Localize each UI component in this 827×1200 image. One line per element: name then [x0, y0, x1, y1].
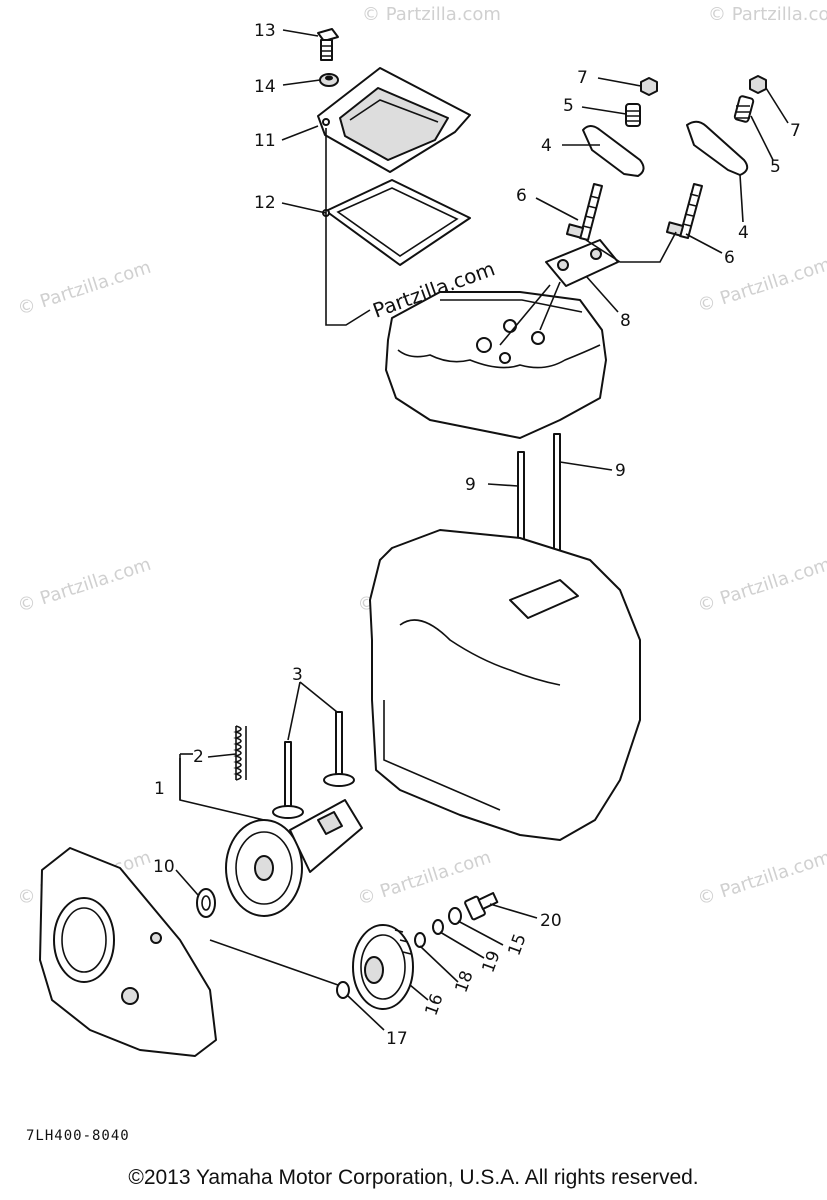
part-2-spring	[233, 725, 247, 781]
part-20-bolt	[464, 892, 499, 921]
callout-8: 8	[620, 311, 631, 331]
callout-15: 15	[504, 931, 530, 958]
watermark-text: © Partzilla.com	[362, 4, 501, 25]
callout-7: 7	[577, 68, 588, 88]
callout-12: 12	[254, 193, 276, 213]
callout-4: 4	[738, 223, 749, 243]
watermark-text: © Partzilla.com	[708, 4, 827, 25]
watermark-text: © Partzilla.com	[15, 554, 154, 617]
part-4-rocker-arm	[582, 120, 749, 177]
callout-2: 2	[193, 747, 204, 767]
part-5-adjuster	[625, 95, 755, 127]
part-6-stud	[565, 183, 703, 241]
callout-numbers: 13 14 11 12 7 5 4 6 7 5 4 6 8 9 9 3 2 1 …	[153, 21, 801, 1049]
part-10-washer	[196, 888, 216, 918]
part-1-camshaft	[225, 799, 363, 917]
crankcase-cover	[39, 847, 217, 1057]
callout-7: 7	[790, 121, 801, 141]
diagram-code: 7LH400-8040	[26, 1128, 130, 1144]
callout-18: 18	[451, 968, 477, 995]
leader-lines	[175, 29, 789, 1031]
cylinder-head	[385, 291, 607, 439]
part-3-valve	[272, 711, 355, 819]
part-14-grommet	[319, 73, 339, 87]
callout-17: 17	[386, 1029, 408, 1049]
part-16-governor-gear	[352, 924, 414, 1010]
watermark-text: © Partzilla.com	[695, 254, 827, 317]
callout-4: 4	[541, 136, 552, 156]
part-19-washer	[432, 919, 444, 935]
callout-3: 3	[292, 665, 303, 685]
callout-11: 11	[254, 131, 276, 151]
part-17-washer	[336, 981, 350, 999]
part-18-washer	[414, 932, 426, 948]
callout-5: 5	[770, 157, 781, 177]
callout-6: 6	[724, 248, 735, 268]
part-15-washer	[448, 907, 462, 925]
copyright-notice: ©2013 Yamaha Motor Corporation, U.S.A. A…	[128, 1166, 699, 1189]
callout-16: 16	[421, 991, 447, 1018]
watermark-text: © Partzilla.com	[15, 257, 154, 320]
part-8-push-rod-guide	[545, 239, 619, 287]
callout-5: 5	[563, 96, 574, 116]
callout-9: 9	[465, 475, 476, 495]
callout-9: 9	[615, 461, 626, 481]
callout-1: 1	[154, 779, 165, 799]
part-13-bolt	[317, 28, 339, 61]
watermark-text: © Partzilla.com	[695, 847, 827, 910]
watermark-text: © Partzilla.com	[695, 554, 827, 617]
callout-6: 6	[516, 186, 527, 206]
callout-20: 20	[540, 911, 562, 931]
part-11-cylinder-head-cover	[317, 67, 471, 173]
callout-14: 14	[254, 77, 276, 97]
callout-13: 13	[254, 21, 276, 41]
engine-block	[369, 529, 641, 841]
part-7-nut	[640, 75, 767, 96]
part-12-gasket	[322, 179, 471, 266]
callout-19: 19	[478, 948, 504, 975]
callout-10: 10	[153, 857, 175, 877]
